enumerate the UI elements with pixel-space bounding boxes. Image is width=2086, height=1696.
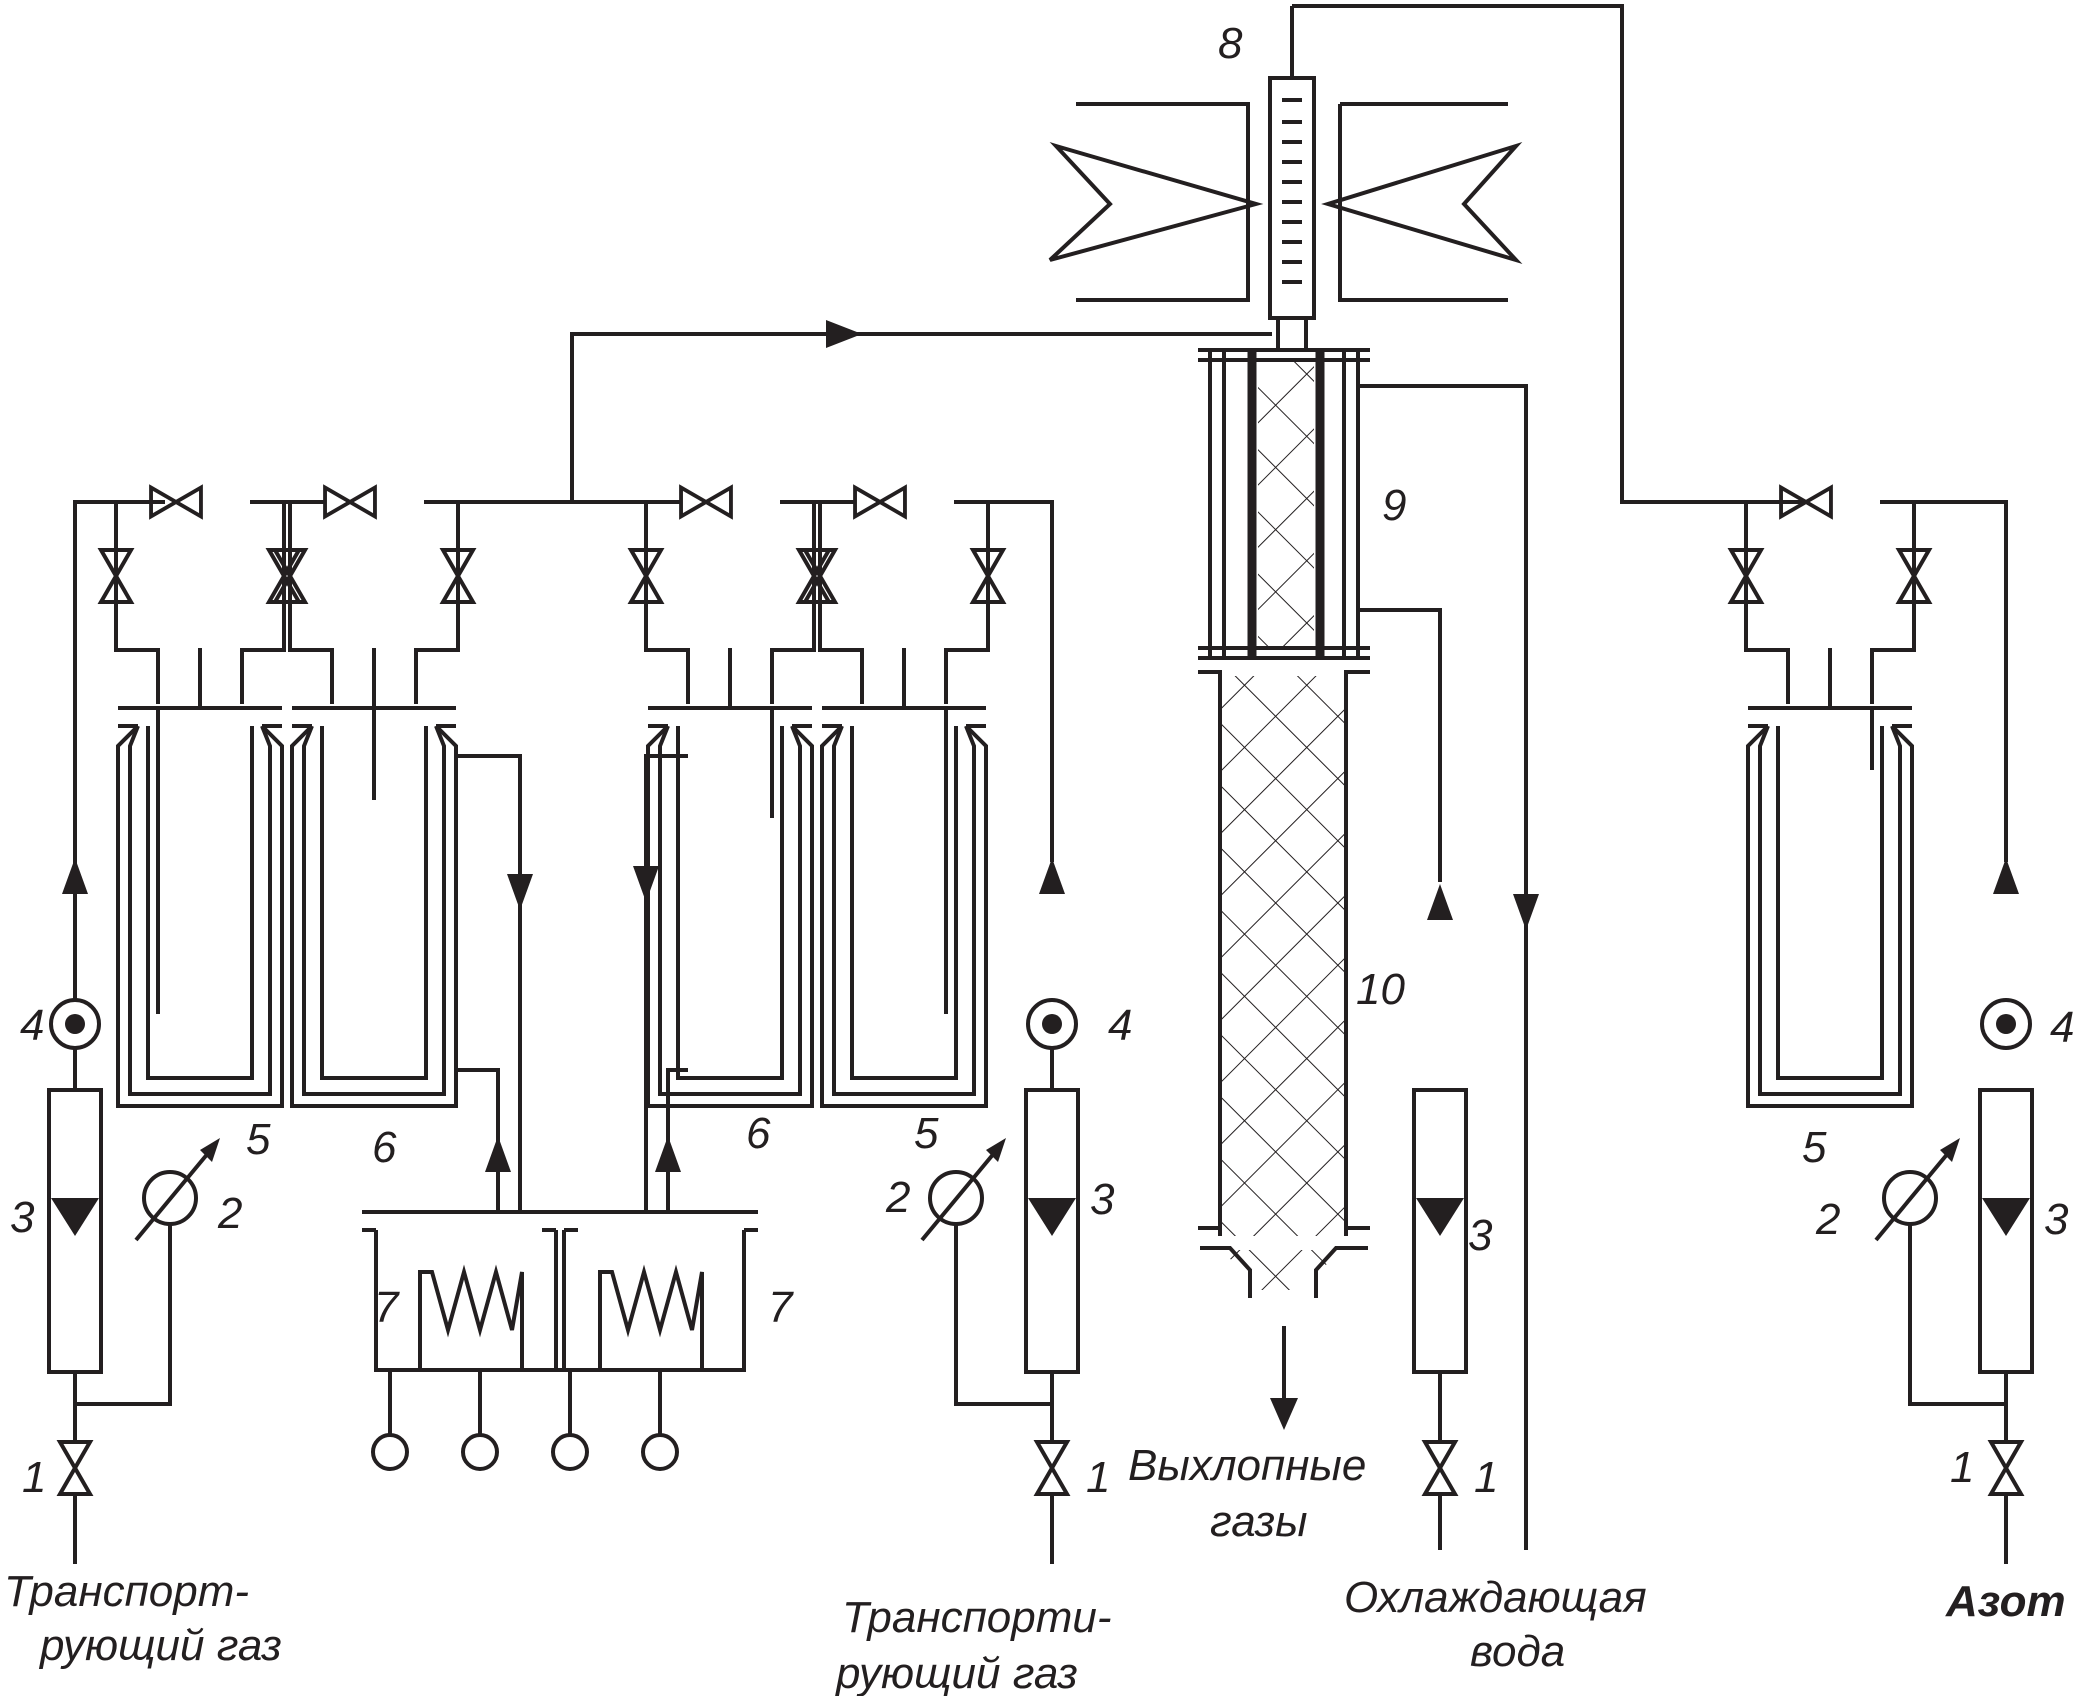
header-pipe	[284, 320, 1272, 894]
bubbler-5-left	[101, 488, 299, 1108]
exhaust-gases-line1: Выхлопные	[1128, 1441, 1366, 1490]
number-labels: 4 3 2 1 5 6 7 7 6 5 4 2 3 1 8 9 10 3 1 5…	[10, 19, 2074, 1502]
cooling-water-line2: вода	[1470, 1627, 1565, 1676]
label-bubbler-5-right: 5	[1802, 1123, 1827, 1172]
carrier-gas-left-line1: Транспорт-	[4, 1567, 249, 1616]
carrier-gas-middle-line1: Транспорти-	[842, 1593, 1112, 1642]
label-filter-4-left: 4	[20, 1001, 44, 1050]
label-bubbler-6-left: 6	[372, 1123, 397, 1172]
label-rotameter-3-right: 3	[2044, 1195, 2069, 1244]
label-valve-1-middle: 1	[1086, 1453, 1110, 1502]
label-thermostat-7-left: 7	[374, 1283, 400, 1332]
label-valve-1-water: 1	[1474, 1453, 1498, 1502]
label-filter-4-middle: 4	[1108, 1001, 1132, 1050]
left-carrier-line	[47, 500, 222, 1564]
label-bubbler-5-middle: 5	[914, 1109, 939, 1158]
thermostat-right	[540, 1210, 760, 1471]
label-rotameter-3-left: 3	[10, 1193, 35, 1242]
trap-10	[1198, 670, 1370, 1430]
label-valve-1-left: 1	[22, 1453, 46, 1502]
label-valve-1-right: 1	[1950, 1443, 1974, 1492]
label-manometer-2-middle: 2	[885, 1173, 910, 1222]
label-thermostat-7-right: 7	[768, 1283, 794, 1332]
label-manometer-2-left: 2	[217, 1189, 242, 1238]
carrier-gas-middle-line2: рующий газ	[834, 1649, 1078, 1696]
condenser-9	[1198, 348, 1539, 1550]
stream-labels: Транспорт- рующий газ Транспорти- рующий…	[4, 1441, 2066, 1696]
bubbler-6-right	[631, 488, 829, 1212]
label-bubbler-6-right: 6	[746, 1109, 771, 1158]
label-condenser-9: 9	[1382, 481, 1406, 530]
bubbler-6-left	[275, 488, 533, 1212]
label-bubbler-5-left: 5	[246, 1115, 271, 1164]
furnace-scale-marks	[1282, 98, 1302, 284]
middle-carrier-line	[920, 998, 1080, 1564]
label-manometer-2-right: 2	[1815, 1195, 1840, 1244]
thermostat-left	[360, 1210, 580, 1471]
furnace-8	[1048, 4, 1806, 504]
nitrogen-label: Азот	[1945, 1577, 2066, 1626]
water-rotameter-line	[1412, 1088, 1468, 1550]
carrier-gas-left-line2: рующий газ	[38, 1621, 282, 1670]
label-furnace-8: 8	[1218, 19, 1243, 68]
label-trap-10: 10	[1356, 965, 1405, 1014]
label-rotameter-3-water: 3	[1468, 1211, 1493, 1260]
cooling-water-line1: Охлаждающая	[1344, 1573, 1647, 1622]
bubbler-5-middle	[805, 488, 1003, 1108]
exhaust-gases-line2: газы	[1210, 1497, 1308, 1546]
label-rotameter-3-middle: 3	[1090, 1175, 1115, 1224]
bubbler-5-right	[1731, 488, 2019, 1108]
nitrogen-line	[1874, 998, 2034, 1564]
label-filter-4-right: 4	[2050, 1003, 2074, 1052]
